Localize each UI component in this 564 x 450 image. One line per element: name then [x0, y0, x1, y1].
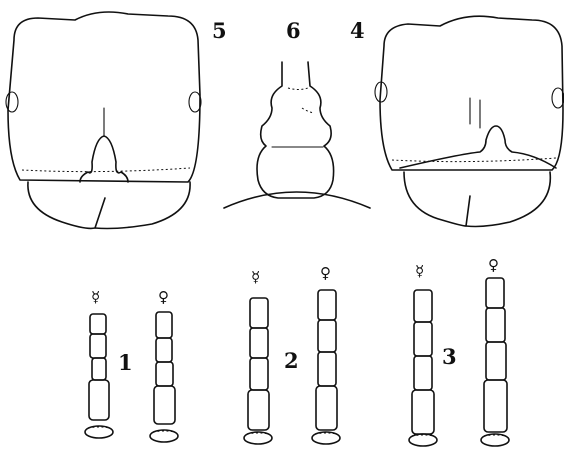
figure-1-worker-antenna-drawing — [85, 314, 113, 438]
worker-symbol-fig3: ☿ — [415, 262, 424, 280]
figure-4-head-drawing — [375, 16, 564, 226]
figure-5-head-drawing — [6, 12, 201, 229]
figure-3-worker-antenna-drawing — [409, 290, 437, 446]
worker-symbol-fig2: ☿ — [251, 268, 260, 286]
female-symbol-fig3: ♀ — [488, 256, 499, 274]
figure-number-3: 3 — [442, 344, 457, 369]
figure-2-female-antenna-drawing — [312, 290, 340, 444]
figure-number-2: 2 — [284, 348, 299, 373]
figure-1-female-antenna-drawing — [150, 312, 178, 442]
figure-number-5: 5 — [212, 18, 227, 43]
female-symbol-fig1: ♀ — [158, 288, 169, 306]
figure-number-6: 6 — [286, 18, 301, 43]
figure-number-4: 4 — [350, 18, 365, 43]
figure-2-worker-antenna-drawing — [244, 298, 272, 444]
female-symbol-fig2: ♀ — [320, 264, 331, 282]
figure-6-antenna-drawing — [224, 62, 370, 208]
worker-symbol-fig1: ☿ — [91, 288, 100, 306]
figure-number-1: 1 — [118, 350, 133, 375]
figure-3-female-antenna-drawing — [481, 278, 509, 446]
